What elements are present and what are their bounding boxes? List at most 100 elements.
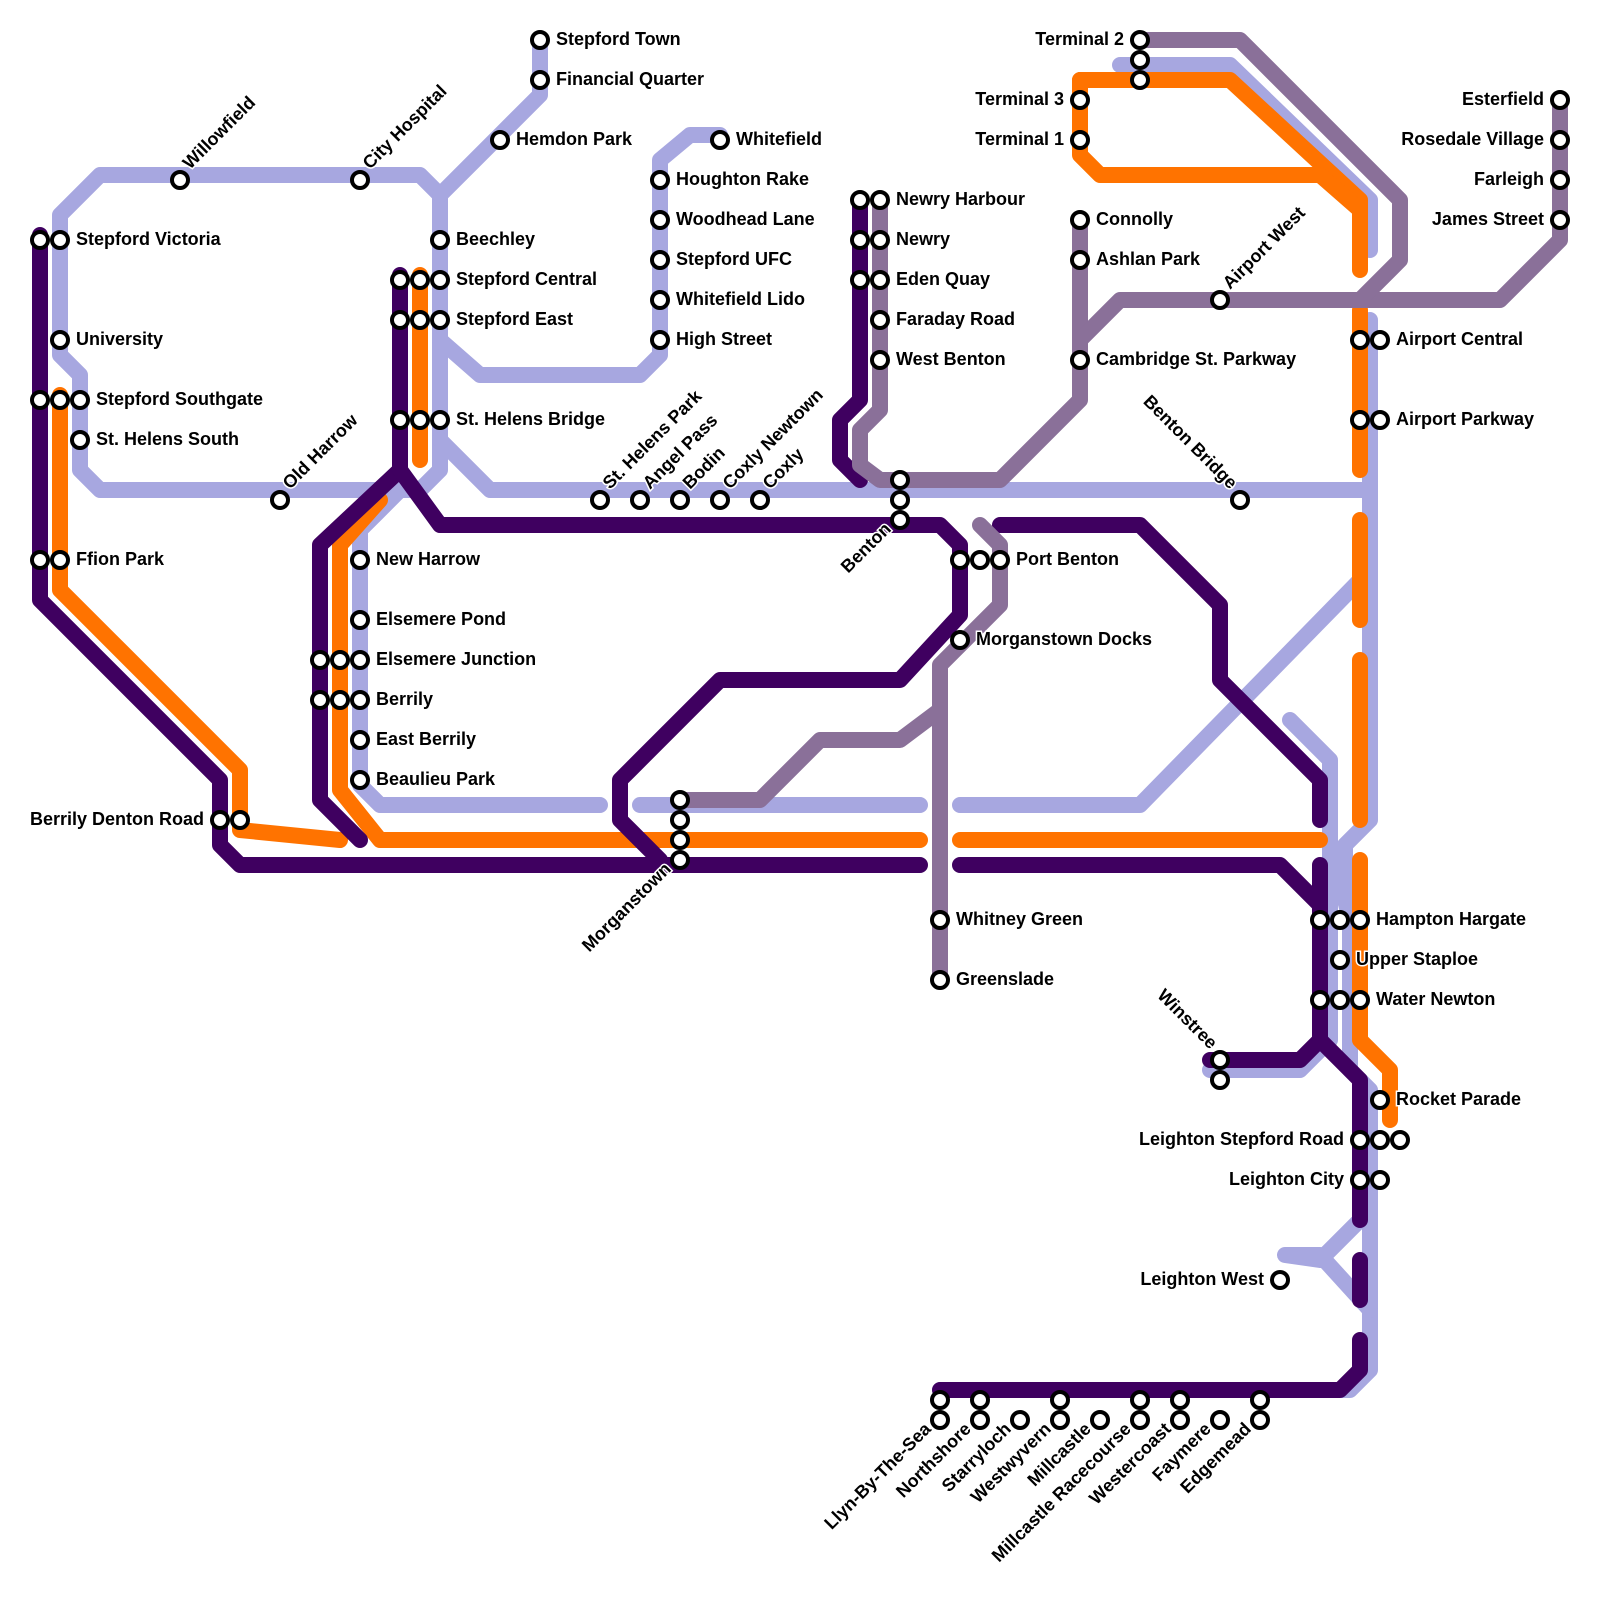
station-marker-ffion-park[interactable] [52,552,68,568]
station-marker-water-newton[interactable] [1332,992,1348,1008]
station-label-rosedale-village[interactable]: Rosedale Village [1401,129,1544,149]
station-label-winstree[interactable]: Winstree [1154,985,1222,1053]
station-marker-northshore[interactable] [972,1392,988,1408]
station-marker-newry[interactable] [872,232,888,248]
station-marker-winstree[interactable] [1212,1052,1228,1068]
station-marker-rocket-parade[interactable] [1372,1092,1388,1108]
station-label-berrily-denton-road[interactable]: Berrily Denton Road [30,809,204,829]
station-marker-east-berrily[interactable] [352,732,368,748]
station-label-st-helens-south[interactable]: St. Helens South [96,429,239,449]
station-marker-hampton-hargate[interactable] [1312,912,1328,928]
station-marker-stepford-east[interactable] [392,312,408,328]
station-marker-starryloch[interactable] [1012,1412,1028,1428]
station-marker-stepford-southgate[interactable] [52,392,68,408]
station-label-eden-quay[interactable]: Eden Quay [896,269,990,289]
station-label-whitney-green[interactable]: Whitney Green [956,909,1083,929]
station-marker-millcastle[interactable] [1092,1412,1108,1428]
station-label-houghton-rake[interactable]: Houghton Rake [676,169,809,189]
station-marker-coxly[interactable] [752,492,768,508]
station-label-st-helens-bridge[interactable]: St. Helens Bridge [456,409,605,429]
station-marker-financial-quarter[interactable] [532,72,548,88]
station-label-leighton-stepford-road[interactable]: Leighton Stepford Road [1139,1129,1344,1149]
station-label-james-street[interactable]: James Street [1432,209,1544,229]
station-label-faraday-road[interactable]: Faraday Road [896,309,1015,329]
station-marker-cambridge-st-parkway[interactable] [1072,352,1088,368]
station-marker-hampton-hargate[interactable] [1352,912,1368,928]
station-marker-high-street[interactable] [652,332,668,348]
station-label-esterfield[interactable]: Esterfield [1462,89,1544,109]
station-marker-esterfield[interactable] [1552,92,1568,108]
station-label-morganstown-docks[interactable]: Morganstown Docks [976,629,1152,649]
station-marker-rosedale-village[interactable] [1552,132,1568,148]
station-label-woodhead-lane[interactable]: Woodhead Lane [676,209,815,229]
station-marker-elsemere-junction[interactable] [312,652,328,668]
station-label-stepford-ufc[interactable]: Stepford UFC [676,249,792,269]
station-marker-angel-pass[interactable] [632,492,648,508]
station-marker-leighton-city[interactable] [1352,1172,1368,1188]
station-marker-terminal-2[interactable] [1132,72,1148,88]
station-marker-edgemead[interactable] [1252,1412,1268,1428]
station-marker-port-benton[interactable] [972,552,988,568]
station-marker-st-helens-bridge[interactable] [432,412,448,428]
station-marker-stepford-ufc[interactable] [652,252,668,268]
station-label-west-benton[interactable]: West Benton [896,349,1006,369]
station-marker-farleigh[interactable] [1552,172,1568,188]
station-marker-st-helens-bridge[interactable] [412,412,428,428]
station-label-terminal-2[interactable]: Terminal 2 [1035,29,1124,49]
station-marker-stepford-central[interactable] [392,272,408,288]
station-marker-beechley[interactable] [432,232,448,248]
station-marker-bodin[interactable] [672,492,688,508]
station-label-leighton-city[interactable]: Leighton City [1229,1169,1344,1189]
station-label-elsemere-junction[interactable]: Elsemere Junction [376,649,536,669]
station-marker-berrily[interactable] [332,692,348,708]
station-marker-st-helens-bridge[interactable] [392,412,408,428]
station-marker-faymere[interactable] [1212,1412,1228,1428]
station-marker-port-benton[interactable] [992,552,1008,568]
station-marker-stepford-southgate[interactable] [32,392,48,408]
station-marker-stepford-east[interactable] [432,312,448,328]
station-marker-leighton-stepford-road[interactable] [1372,1132,1388,1148]
station-marker-city-hospital[interactable] [352,172,368,188]
station-marker-terminal-1[interactable] [1072,132,1088,148]
station-marker-greenslade[interactable] [932,972,948,988]
station-marker-water-newton[interactable] [1312,992,1328,1008]
station-label-benton-bridge[interactable]: Benton Bridge [1139,391,1241,493]
station-label-morganstown[interactable]: Morganstown [578,859,675,956]
station-label-berrily[interactable]: Berrily [376,689,433,709]
station-label-stepford-east[interactable]: Stepford East [456,309,573,329]
station-marker-berrily-denton-road[interactable] [232,812,248,828]
station-marker-elsemere-junction[interactable] [352,652,368,668]
station-marker-houghton-rake[interactable] [652,172,668,188]
station-marker-airport-west[interactable] [1212,292,1228,308]
station-label-hampton-hargate[interactable]: Hampton Hargate [1376,909,1526,929]
station-marker-leighton-stepford-road[interactable] [1392,1132,1408,1148]
station-marker-eden-quay[interactable] [852,272,868,288]
station-marker-airport-central[interactable] [1352,332,1368,348]
station-marker-eden-quay[interactable] [872,272,888,288]
station-marker-westercoast[interactable] [1172,1392,1188,1408]
station-marker-benton-bridge[interactable] [1232,492,1248,508]
station-marker-stepford-victoria[interactable] [52,232,68,248]
station-marker-winstree[interactable] [1212,1072,1228,1088]
station-label-whitefield[interactable]: Whitefield [736,129,822,149]
station-marker-morganstown[interactable] [672,832,688,848]
station-marker-westwyvern[interactable] [1052,1392,1068,1408]
station-marker-terminal-2[interactable] [1132,32,1148,48]
station-marker-st-helens-park[interactable] [592,492,608,508]
station-label-ffion-park[interactable]: Ffion Park [76,549,165,569]
station-marker-coxly-newtown[interactable] [712,492,728,508]
station-marker-berrily[interactable] [352,692,368,708]
station-marker-hampton-hargate[interactable] [1332,912,1348,928]
station-marker-terminal-3[interactable] [1072,92,1088,108]
station-marker-hemdon-park[interactable] [492,132,508,148]
station-marker-ffion-park[interactable] [32,552,48,568]
station-label-financial-quarter[interactable]: Financial Quarter [556,69,704,89]
station-marker-old-harrow[interactable] [272,492,288,508]
station-marker-faraday-road[interactable] [872,312,888,328]
station-marker-whitney-green[interactable] [932,912,948,928]
station-marker-berrily[interactable] [312,692,328,708]
station-marker-willowfield[interactable] [172,172,188,188]
station-label-stepford-central[interactable]: Stepford Central [456,269,597,289]
station-label-airport-west[interactable]: Airport West [1219,203,1309,293]
station-marker-stepford-east[interactable] [412,312,428,328]
